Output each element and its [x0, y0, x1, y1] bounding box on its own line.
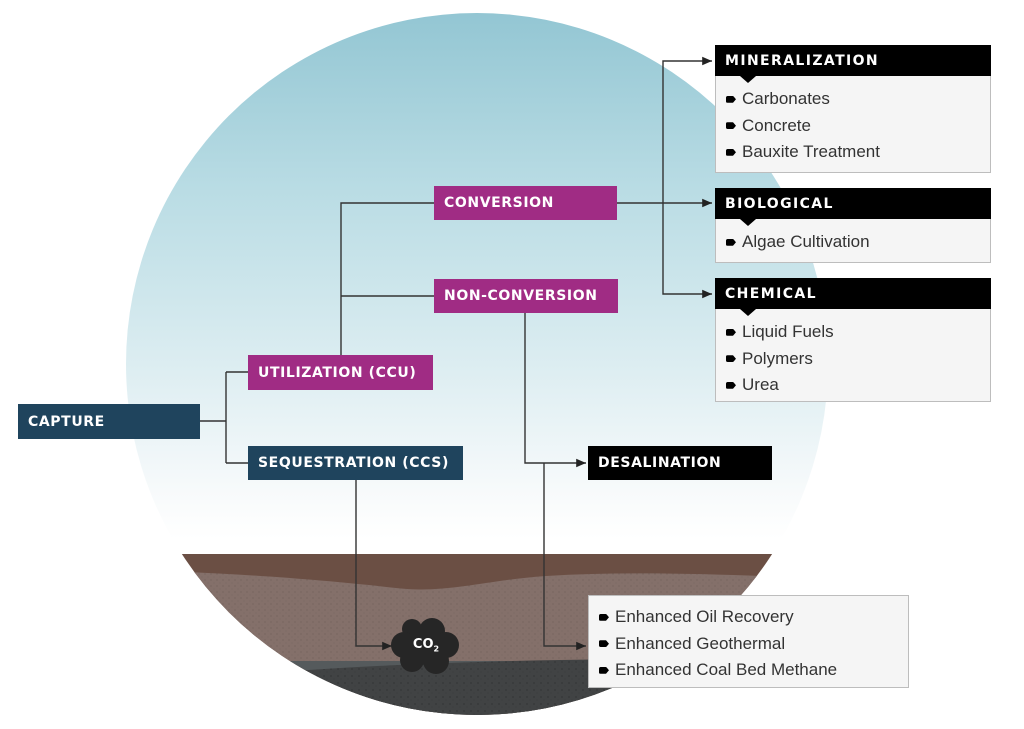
- item-label: Concrete: [742, 115, 811, 135]
- desalination-node[interactable]: DESALINATION: [588, 446, 772, 480]
- bullet-icon: [726, 238, 736, 246]
- utilization-node[interactable]: UTILIZATION (CCU): [248, 355, 433, 390]
- bullet-icon: [599, 640, 609, 648]
- bullet-icon: [599, 666, 609, 674]
- list-item: Algae Cultivation: [726, 229, 980, 256]
- list-item: Urea: [726, 372, 980, 399]
- co2-label: CO2: [412, 637, 440, 654]
- mineralization-list: Carbonates Concrete Bauxite Treatment: [715, 76, 991, 173]
- bullet-icon: [726, 122, 736, 130]
- conversion-node[interactable]: CONVERSION: [434, 186, 617, 220]
- co2-cloud: CO2: [390, 615, 462, 677]
- chemical-list: Liquid Fuels Polymers Urea: [715, 309, 991, 402]
- item-label: Algae Cultivation: [742, 232, 870, 252]
- bullet-icon: [726, 381, 736, 389]
- item-label: Urea: [742, 375, 779, 395]
- item-label: Bauxite Treatment: [742, 142, 880, 162]
- chemical-panel: CHEMICAL Liquid Fuels Polymers Urea: [715, 278, 991, 402]
- bullet-icon: [726, 328, 736, 336]
- list-item: Enhanced Oil Recovery: [599, 604, 898, 631]
- bullet-icon: [726, 355, 736, 363]
- capture-node[interactable]: CAPTURE: [18, 404, 200, 439]
- list-item: Concrete: [726, 113, 980, 140]
- capture-label: CAPTURE: [28, 413, 105, 430]
- list-item: Enhanced Geothermal: [599, 631, 898, 658]
- cloud-icon: [391, 618, 459, 674]
- conversion-label: CONVERSION: [444, 195, 554, 211]
- bullet-icon: [726, 95, 736, 103]
- item-label: Carbonates: [742, 89, 830, 109]
- item-label: Polymers: [742, 348, 813, 368]
- list-item: Polymers: [726, 346, 980, 373]
- list-item: Liquid Fuels: [726, 319, 980, 346]
- item-label: Enhanced Coal Bed Methane: [615, 660, 838, 680]
- mineralization-panel: MINERALIZATION Carbonates Concrete Bauxi…: [715, 45, 991, 173]
- chemical-title: CHEMICAL: [725, 285, 817, 302]
- item-label: Enhanced Oil Recovery: [615, 607, 794, 627]
- list-item: Bauxite Treatment: [726, 139, 980, 166]
- bullet-icon: [726, 148, 736, 156]
- utilization-label: UTILIZATION (CCU): [258, 364, 417, 381]
- enhanced-recovery-panel: Enhanced Oil Recovery Enhanced Geotherma…: [588, 595, 909, 688]
- item-label: Enhanced Geothermal: [615, 633, 786, 653]
- desalination-label: DESALINATION: [598, 455, 722, 471]
- biological-header: BIOLOGICAL: [715, 188, 991, 226]
- biological-panel: BIOLOGICAL Algae Cultivation: [715, 188, 991, 263]
- bullet-icon: [599, 613, 609, 621]
- item-label: Liquid Fuels: [742, 322, 834, 342]
- biological-list: Algae Cultivation: [715, 219, 991, 263]
- mineralization-header: MINERALIZATION: [715, 45, 991, 83]
- mineralization-title: MINERALIZATION: [725, 52, 880, 69]
- list-item: Enhanced Coal Bed Methane: [599, 657, 898, 684]
- sequestration-node[interactable]: SEQUESTRATION (CCS): [248, 446, 463, 480]
- list-item: Carbonates: [726, 86, 980, 113]
- non-conversion-node[interactable]: NON-CONVERSION: [434, 279, 618, 313]
- sequestration-label: SEQUESTRATION (CCS): [258, 455, 449, 471]
- chemical-header: CHEMICAL: [715, 278, 991, 316]
- non-conversion-label: NON-CONVERSION: [444, 288, 598, 304]
- biological-title: BIOLOGICAL: [725, 195, 834, 212]
